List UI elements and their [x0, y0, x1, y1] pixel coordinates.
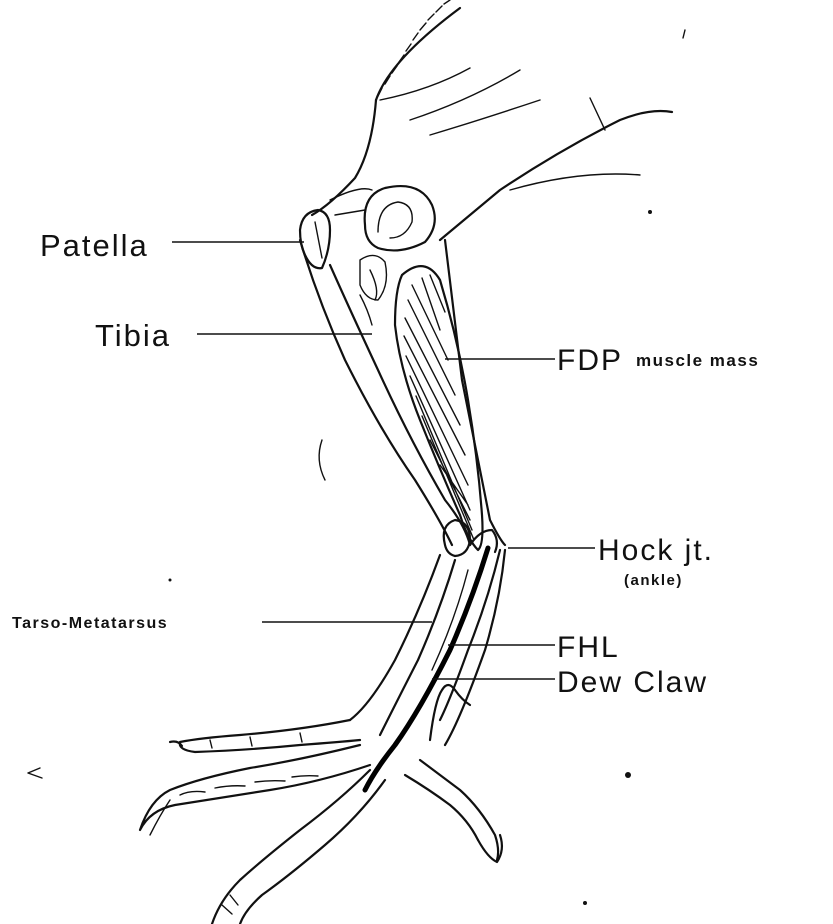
label-fdp: FDP — [557, 344, 623, 377]
leader-lines — [172, 242, 595, 679]
fdp-muscle-mass — [395, 266, 483, 550]
scan-artifacts — [28, 30, 685, 905]
label-dew-claw: Dew Claw — [557, 666, 708, 699]
label-fdp-sub: muscle mass — [636, 351, 759, 370]
label-tarso-metatarsus: Tarso-Metatarsus — [12, 615, 168, 632]
tibia-bone — [300, 240, 505, 545]
label-tibia: Tibia — [95, 318, 171, 353]
label-fhl: FHL — [557, 631, 620, 664]
label-hock: Hock jt. — [598, 534, 714, 567]
label-hock-sub: (ankle) — [624, 572, 683, 589]
front-toes — [140, 720, 385, 924]
label-patella: Patella — [40, 228, 149, 263]
labels: Patella Tibia FDP muscle mass Hock jt. (… — [12, 228, 759, 699]
tarso-metatarsus-bone — [350, 548, 505, 790]
